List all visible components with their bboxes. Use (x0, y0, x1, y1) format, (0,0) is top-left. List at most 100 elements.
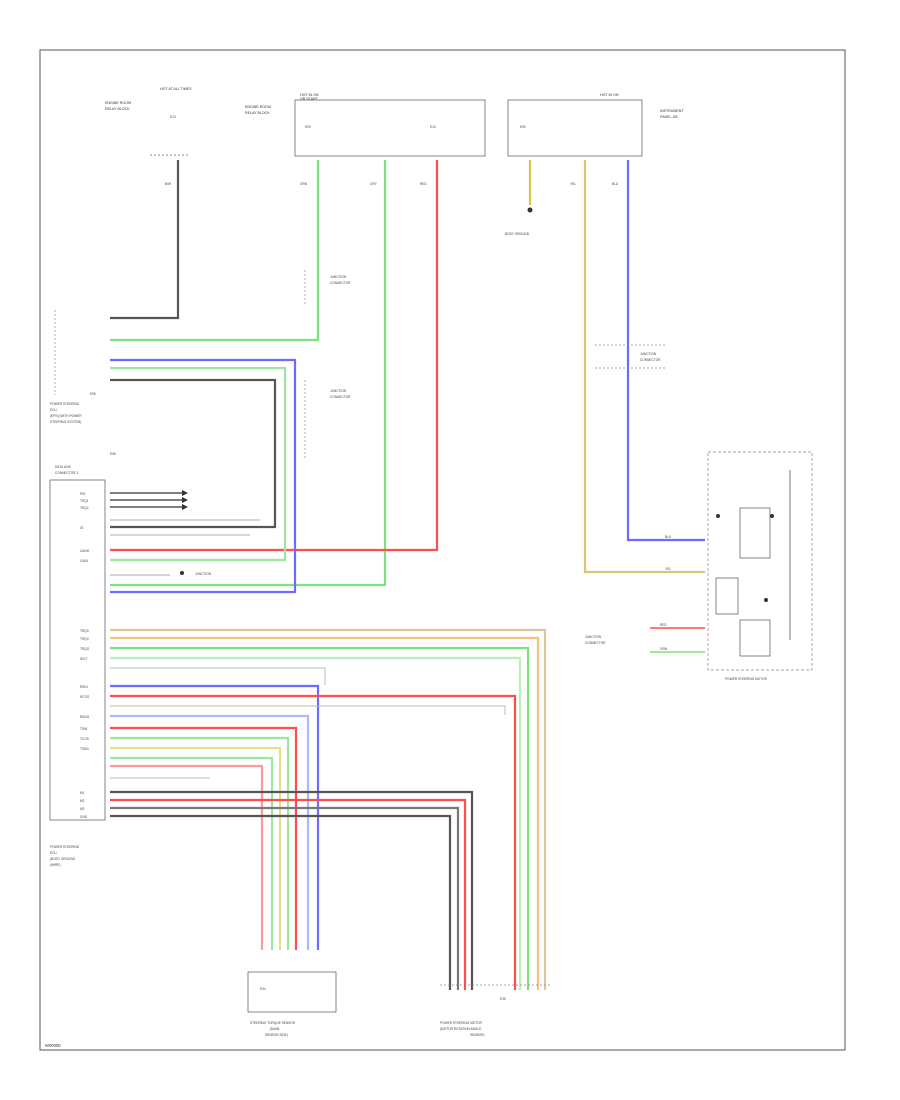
wire-green-trunk (110, 160, 320, 342)
junction-connector-2: JUNCTION CONNECTOR (304, 380, 351, 460)
fuse-left-l1: HOT AT ALL TIMES (160, 87, 192, 91)
wire-label-motor-c: RED (660, 623, 667, 627)
pin-m1-1: TRQ1 (80, 499, 89, 503)
motor-sensor-l2: (MOTOR ROTATION ANGLE (440, 1027, 481, 1031)
wire-blue-trunk (626, 160, 705, 542)
fuse-mid-conn: E29 (305, 125, 311, 129)
wire-tan-trunk (583, 160, 705, 574)
fuse-mid-conn2: E10 (430, 125, 436, 129)
ps-motor-inner-1 (739, 507, 771, 559)
left-module-l4: STEERING SYSTEM) (50, 420, 81, 424)
wire-label-right-b: BLU (612, 182, 619, 186)
wire-red-trunk (110, 160, 439, 552)
fuse-mid-l2: OR START (300, 97, 319, 101)
ps-motor-label: POWER STEERING MOTOR (725, 677, 768, 681)
ps-motor-block: POWER STEERING MOTOR (707, 451, 813, 681)
fuse-left-l2: ENGINE ROOM (105, 101, 131, 105)
dlc-l2: CONNECTOR 3 (55, 471, 78, 475)
wire-blue-loop (110, 358, 297, 594)
fuse-box-left: HOT AT ALL TIMES ENGINE ROOM RELAY BLOCK… (105, 87, 192, 156)
pin-m3-2: RSNG (80, 715, 90, 719)
pin-m1-4: CANH (80, 549, 90, 553)
branch-junction-label: JUNCTION (195, 572, 212, 576)
pin-m3-4: TCOS (80, 737, 89, 741)
torque-sensor-l2: (MAIN, (270, 1027, 280, 1031)
page-code: W00000 (45, 1043, 61, 1048)
fuse-box-right: HOT IN ON INSTRUMENT PANEL J/B E50 (507, 93, 684, 157)
motor-sensor-l3: SENSOR) (470, 1033, 485, 1037)
left-module-l2: ECU (50, 408, 57, 412)
wire-label-right-a: YEL (570, 182, 576, 186)
ground-top-label: BODY GROUND (505, 232, 530, 236)
ps-ecu-2-l2: ECU (50, 851, 57, 855)
pin-m1-5: CANL (80, 559, 89, 563)
fuse-mid-l3: ENGINE ROOM (245, 105, 271, 109)
pin-m2-2: TRQG (80, 647, 90, 651)
junction-3-l1: JUNCTION (640, 352, 657, 356)
fuse-box-mid: HOT IN ON OR START ENGINE ROOM RELAY BLO… (245, 93, 486, 157)
ps-motor-inner-3 (739, 619, 771, 657)
ps-ecu-2-l1: POWER STEERING (50, 845, 80, 849)
junction-2-l1: JUNCTION (330, 389, 347, 393)
wire-label-left-a: B/W (165, 182, 171, 186)
diagram-frame (39, 49, 846, 1051)
ps-motor-outline (707, 451, 813, 671)
motor-ext-wires: RED GRN JUNCTION CONNECTOR (585, 623, 705, 653)
wire-label-motor-b: YEL (665, 567, 671, 571)
ps-ecu-2-l4: (WIRE) (50, 863, 60, 867)
ps-ecu-2-label: POWER STEERING ECU (BODY GROUND (WIRE) (50, 845, 80, 867)
wire-label-mid-c: GRY (370, 182, 378, 186)
ps-motor-inner-2 (715, 577, 739, 615)
junction-1-l1: JUNCTION (330, 275, 347, 279)
fuse-right-conn: E50 (520, 125, 526, 129)
pin-m1-2: TRQ2 (80, 506, 89, 510)
fuse-right-l3: PANEL J/B (660, 115, 678, 119)
wire-label-mid-a: GRN (300, 182, 308, 186)
pin-m2-3: SIGT (80, 657, 87, 661)
wire-gray-loop (110, 378, 277, 529)
pin-m4-1: M2 (80, 799, 85, 803)
lower-bus (110, 628, 547, 990)
junction-motor-l1: JUNCTION (585, 635, 602, 639)
wire-green-trunk-2 (110, 160, 387, 587)
fuse-right-l2: INSTRUMENT (660, 109, 684, 113)
junction-3-l2: CONNECTOR (640, 358, 661, 362)
pin-m3-5: TSNG (80, 747, 89, 751)
pin-m3-1: RCOS (80, 695, 89, 699)
pin-m2-1: TRQV (80, 637, 90, 641)
steering-torque-sensor: STEERING TORQUE SENSOR (MAIN, SENSOR SID… (247, 971, 337, 1037)
fuse-left-conn: E13 (170, 115, 176, 119)
ps-motor-sensor: POWER STEERING MOTOR (MOTOR ROTATION ANG… (440, 984, 550, 1037)
fuse-mid-l4: RELAY BLOCK (245, 111, 270, 115)
fuse-right-l1: HOT IN ON (600, 93, 619, 97)
wire-label-mid-b: RED (420, 182, 427, 186)
ground-symbol-top (527, 207, 533, 213)
pin-m4-2: M3 (80, 807, 85, 811)
torque-sensor-conn: E34 (260, 987, 266, 991)
pin-m4-3: GND (80, 815, 88, 819)
junction-1-l2: CONNECTOR (330, 281, 351, 285)
torque-sensor-l1: STEERING TORQUE SENSOR (250, 1021, 296, 1025)
junction-connector-1: JUNCTION CONNECTOR (304, 270, 351, 305)
main-connector-block: DATA LINK CONNECTOR 3 E96 (49, 452, 116, 821)
main-connector-pins: PIG TRQ1 TRQ2 IG CANH CANL TRQ3 TRQV TRQ… (80, 492, 90, 819)
left-module-l3: (EPS) (WITH POWER (50, 414, 82, 418)
wire-label-motor-a: BLU (665, 535, 672, 539)
motor-sensor-l1: POWER STEERING MOTOR (440, 1021, 483, 1025)
junction-connector-3: JUNCTION CONNECTOR (595, 344, 665, 369)
pin-m1-3: IG (80, 526, 84, 530)
dlc-branches: JUNCTION (110, 490, 260, 576)
ps-ecu-2-l3: (BODY GROUND (50, 857, 76, 861)
torque-sensor-outline (247, 971, 337, 1013)
fuse-box-right-outline (507, 99, 643, 157)
torque-sensor-l3: SENSOR SIDE) (265, 1033, 288, 1037)
pin-m1-0: PIG (80, 492, 86, 496)
left-module-l1: POWER STEERING (50, 402, 80, 406)
dlc-l1: DATA LINK (55, 465, 72, 469)
fuse-left-l3: RELAY BLOCK (105, 107, 130, 111)
pin-m3-3: TSIN (80, 727, 88, 731)
junction-motor-l2: CONNECTOR (585, 641, 606, 645)
pin-m2-0: TRQ3 (80, 629, 89, 633)
motor-sensor-conn: E35 (500, 997, 506, 1001)
